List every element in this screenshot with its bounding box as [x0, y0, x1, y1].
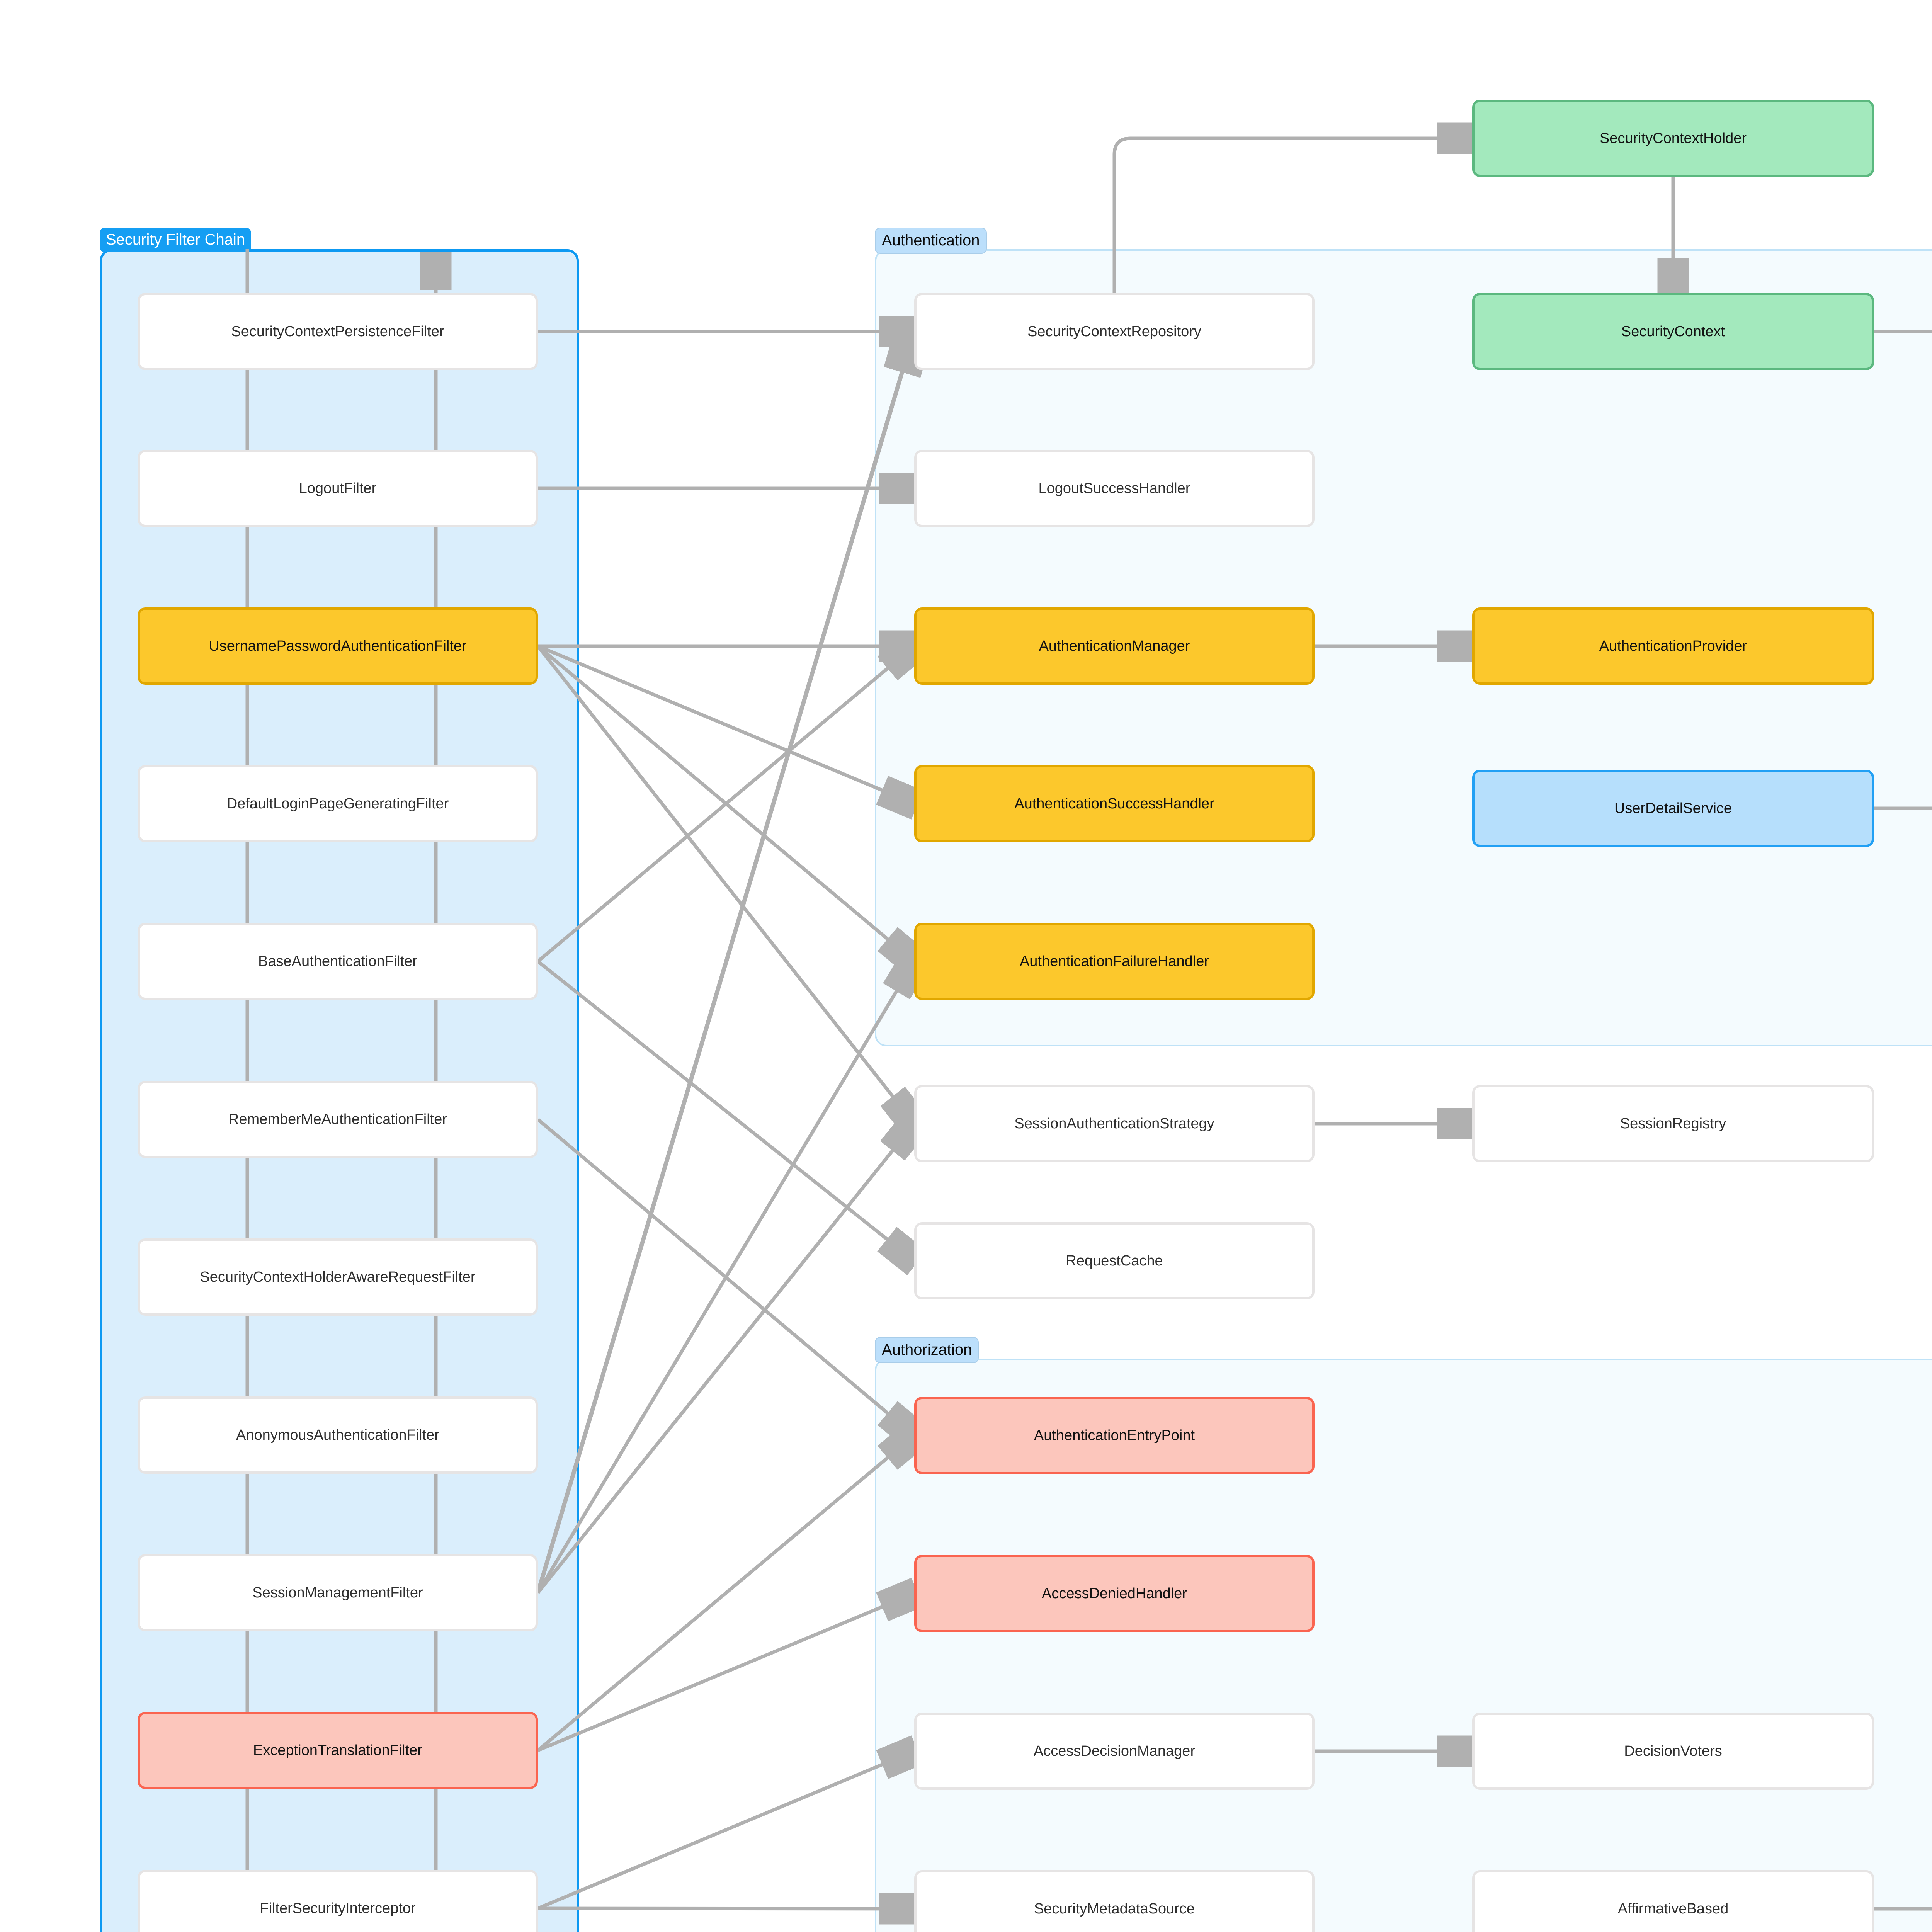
node-default-login-page-generating-filter[interactable]: DefaultLoginPageGeneratingFilter — [138, 765, 538, 842]
node-base-authentication-filter[interactable]: BaseAuthenticationFilter — [138, 923, 538, 1000]
node-access-decision-manager[interactable]: AccessDecisionManager — [914, 1713, 1315, 1790]
node-authentication-entry-point[interactable]: AuthenticationEntryPoint — [914, 1397, 1315, 1474]
group-label-authentication: Authentication — [875, 228, 987, 254]
edge-etf-to-adh — [537, 1594, 914, 1752]
edge-rmaf-to-sas — [537, 1118, 914, 1435]
edge-upaf-to-afh — [537, 645, 914, 961]
node-access-denied-handler[interactable]: AccessDeniedHandler — [914, 1555, 1315, 1632]
group-label-security-filter-chain: Security Filter Chain — [100, 228, 252, 252]
edge-smf-to-rc — [536, 1124, 914, 1594]
node-security-context-persistence-filter[interactable]: SecurityContextPersistenceFilter — [138, 293, 538, 370]
node-security-context-holder-aware-request-filter[interactable]: SecurityContextHolderAwareRequestFilter — [138, 1238, 538, 1316]
node-filter-security-interceptor[interactable]: FilterSecurityInterceptor — [138, 1870, 538, 1932]
node-session-registry[interactable]: SessionRegistry — [1472, 1085, 1874, 1162]
edge-upaf-to-sas — [536, 645, 914, 1124]
node-authentication-failure-handler[interactable]: AuthenticationFailureHandler — [914, 923, 1315, 1000]
node-decision-voters[interactable]: DecisionVoters — [1472, 1713, 1874, 1790]
node-authentication-success-handler[interactable]: AuthenticationSuccessHandler — [914, 765, 1315, 842]
edge-fsi-to-aep — [537, 1751, 914, 1910]
node-session-authentication-strategy[interactable]: SessionAuthenticationStrategy — [914, 1085, 1315, 1162]
edge-baf-to-am — [537, 646, 914, 963]
node-authentication-manager[interactable]: AuthenticationManager — [914, 607, 1315, 685]
node-exception-translation-filter[interactable]: ExceptionTranslationFilter — [138, 1712, 538, 1789]
node-logout-filter[interactable]: LogoutFilter — [138, 450, 538, 527]
node-security-metadata-source[interactable]: SecurityMetadataSource — [914, 1870, 1315, 1932]
edge-smf-to-afh — [536, 961, 914, 1594]
node-username-password-authentication-filter[interactable]: UsernamePasswordAuthenticationFilter — [138, 607, 538, 685]
edge-upaf-to-ash — [537, 644, 914, 804]
group-label-authorization: Authorization — [875, 1337, 979, 1363]
node-remember-me-authentication-filter[interactable]: RememberMeAuthenticationFilter — [138, 1081, 538, 1158]
edge-fsi-to-sms — [537, 1908, 914, 1909]
node-security-context-repository[interactable]: SecurityContextRepository — [914, 293, 1315, 370]
node-security-context[interactable]: SecurityContext — [1472, 293, 1874, 370]
node-user-detail-service[interactable]: UserDetailService — [1472, 770, 1874, 847]
edge-smf-to-scr — [536, 332, 914, 1594]
edge-etf-to-aep — [537, 1435, 914, 1752]
node-request-cache[interactable]: RequestCache — [914, 1222, 1315, 1299]
node-affirmative-based[interactable]: AffirmativeBased — [1472, 1870, 1874, 1932]
node-security-context-holder[interactable]: SecurityContextHolder — [1472, 100, 1874, 177]
edge-baf-to-afh — [537, 960, 914, 1261]
node-session-management-filter[interactable]: SessionManagementFilter — [138, 1554, 538, 1631]
node-logout-success-handler[interactable]: LogoutSuccessHandler — [914, 450, 1315, 527]
node-authentication-provider[interactable]: AuthenticationProvider — [1472, 607, 1874, 685]
node-anonymous-authentication-filter[interactable]: AnonymousAuthenticationFilter — [138, 1396, 538, 1474]
